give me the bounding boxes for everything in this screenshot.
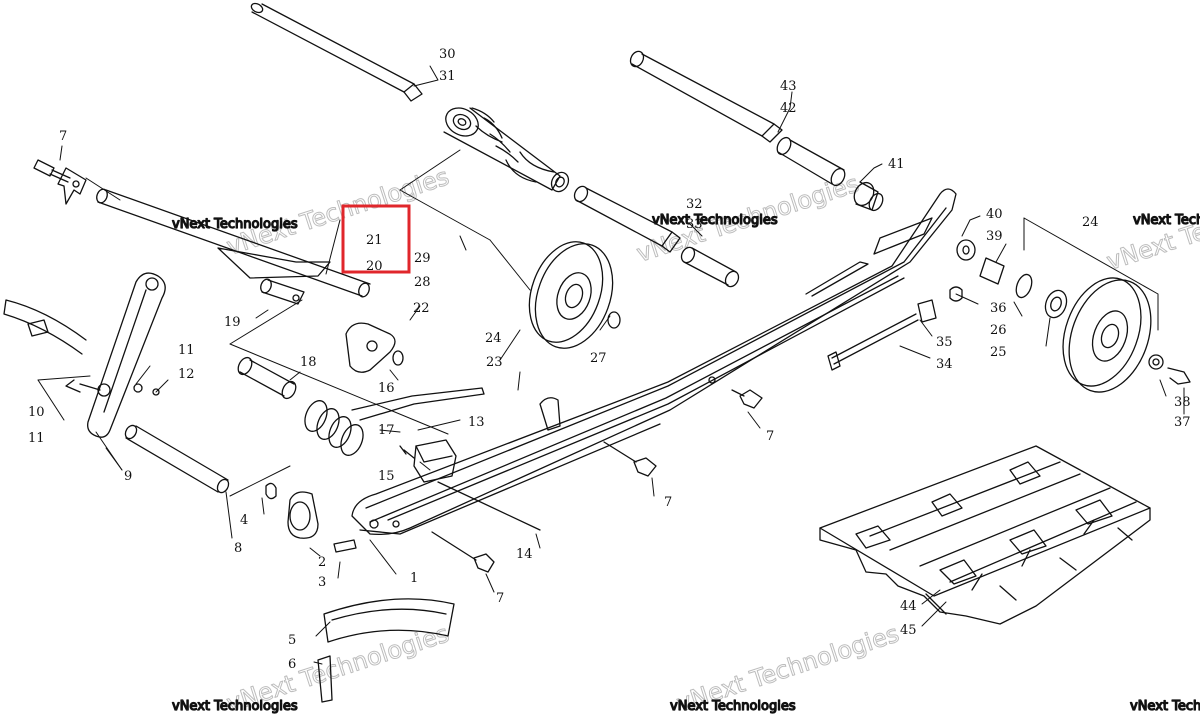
- callout-37: 37: [1174, 415, 1191, 430]
- watermark-small-3: vNext Technologies: [1133, 213, 1200, 228]
- track: [819, 445, 1151, 625]
- callout-16: 16: [378, 381, 395, 396]
- callout-42: 42: [780, 101, 797, 116]
- wheel-24-middle: [528, 241, 621, 349]
- callout-34: 34: [936, 357, 953, 372]
- callout-24-rear: 24: [1082, 215, 1099, 230]
- callout-33: 33: [686, 217, 703, 232]
- callout-14: 14: [516, 547, 533, 562]
- cam-22: [345, 322, 404, 373]
- callout-24-middle: 24: [485, 331, 502, 346]
- watermark-small-4: vNext Technologies: [172, 699, 298, 714]
- callout-44: 44: [900, 599, 917, 614]
- highlight-box[interactable]: [341, 204, 411, 274]
- callout-27: 27: [590, 351, 607, 366]
- watermark-small-6: vNext Technologies: [1130, 699, 1200, 714]
- callout-1: 1: [410, 571, 418, 586]
- pivot-arm-9: [65, 272, 166, 438]
- spacer-18: [237, 356, 297, 400]
- rod-42-43: [629, 50, 846, 187]
- main-rail-1: [351, 188, 957, 536]
- callout-25: 25: [990, 345, 1007, 360]
- callout-7-topleft: 7: [59, 129, 67, 144]
- callout-35: 35: [936, 335, 953, 350]
- callout-36: 36: [990, 301, 1007, 316]
- block-13: [399, 439, 541, 531]
- lower-shaft-8: [124, 424, 230, 494]
- wear-strip-5: [317, 598, 455, 703]
- callout-13: 13: [468, 415, 485, 430]
- leader-lines: [37, 65, 1185, 665]
- callout-30: 30: [439, 47, 456, 62]
- callout-31: 31: [439, 69, 456, 84]
- callout-2: 2: [318, 555, 326, 570]
- callout-11-upper: 11: [178, 343, 195, 358]
- callout-17: 17: [378, 423, 395, 438]
- shock-absorber: [443, 107, 570, 193]
- callout-4: 4: [240, 513, 248, 528]
- upper-cross-shaft: [96, 188, 371, 305]
- callout-7-bottom: 7: [496, 591, 504, 606]
- callout-22: 22: [413, 301, 430, 316]
- callout-3: 3: [318, 575, 326, 590]
- callout-7-right: 7: [766, 429, 774, 444]
- callout-39: 39: [986, 229, 1003, 244]
- callout-15: 15: [378, 469, 395, 484]
- callout-labels: 30 31 43 42 41 40 39 24 32 33 7 22 29 28…: [28, 47, 1191, 672]
- callout-8: 8: [234, 541, 242, 556]
- left-bolt-7: [33, 159, 87, 205]
- rear-axle-hardware: [827, 239, 1191, 385]
- callout-23: 23: [486, 355, 503, 370]
- callout-11-lower: 11: [28, 431, 45, 446]
- callout-5: 5: [288, 633, 296, 648]
- front-bracket-2: [265, 482, 357, 553]
- callout-10: 10: [28, 405, 45, 420]
- wheel-24-rear: [1062, 277, 1152, 393]
- callout-32: 32: [686, 197, 703, 212]
- callout-29: 29: [414, 251, 431, 266]
- callout-41: 41: [888, 157, 905, 172]
- callout-38: 38: [1174, 395, 1191, 410]
- left-arc-part: [3, 299, 87, 355]
- callout-19: 19: [224, 315, 241, 330]
- callout-12: 12: [178, 367, 195, 382]
- top-shaft: [250, 2, 423, 102]
- torsion-spring-17: [304, 387, 485, 456]
- rail-bolts: [431, 389, 763, 573]
- watermark-small-2: vNext Technologies: [652, 213, 778, 228]
- rod-32-33: [573, 185, 740, 288]
- watermark-large-1: vNext Technologies: [223, 162, 452, 260]
- watermark-small-1: vNext Technologies: [172, 217, 298, 232]
- callout-28: 28: [414, 275, 431, 290]
- watermark-small-5: vNext Technologies: [670, 699, 796, 714]
- callout-6: 6: [288, 657, 296, 672]
- callout-43: 43: [780, 79, 797, 94]
- callout-7-mid: 7: [664, 495, 672, 510]
- callout-20[interactable]: 20: [366, 259, 383, 274]
- callout-45: 45: [900, 623, 917, 638]
- callout-9: 9: [124, 469, 132, 484]
- callout-40: 40: [986, 207, 1003, 222]
- callout-26: 26: [990, 323, 1007, 338]
- highlight-group[interactable]: 21 20: [341, 204, 411, 274]
- bushing-41: [853, 181, 884, 212]
- callout-21[interactable]: 21: [366, 233, 383, 248]
- callout-18: 18: [300, 355, 317, 370]
